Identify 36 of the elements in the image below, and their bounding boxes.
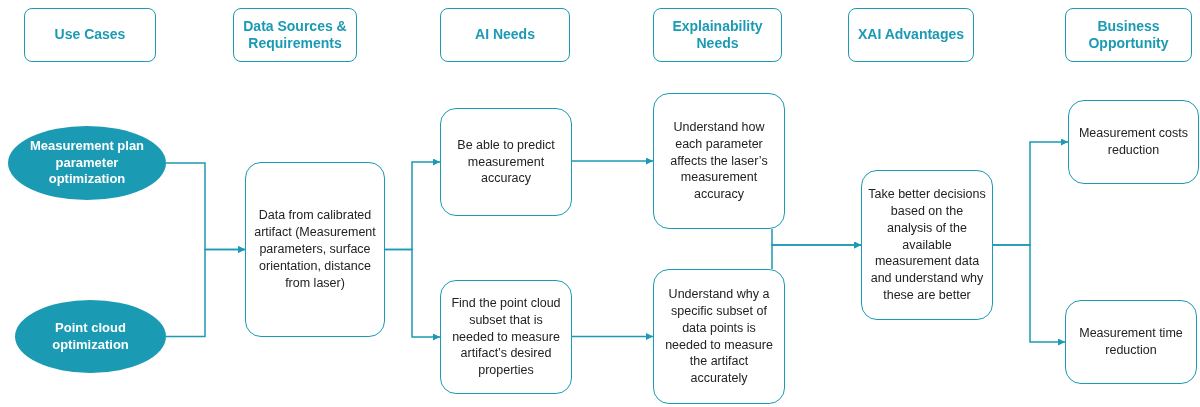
column-header (848, 8, 974, 62)
arrow (771, 241, 862, 270)
arrow (992, 244, 1066, 346)
node-text: Point cloud optimization (51, 319, 130, 354)
node-text: Data from calibrated artifact (Measurement parameters, surface orientation, distance from laser) (253, 207, 377, 292)
node-text: Measurement plan parameter optimization (28, 137, 146, 189)
arrow (384, 248, 441, 341)
header-text: Data Sources & Requirements (242, 17, 348, 53)
process-box (1065, 300, 1197, 384)
node-text: Be able to predict measurement accuracy (456, 136, 556, 188)
column-header (24, 8, 156, 62)
arrow (165, 246, 246, 338)
process-box (861, 170, 993, 320)
node-text: Take better decisions based on the analysis of the available measurement data and understand why these are better (867, 185, 987, 305)
node-text: Measurement time reduction (1078, 325, 1184, 359)
process-box (653, 269, 785, 404)
node-text: Understand why a specific subset of data points is needed to measure the artifact accurately (664, 285, 774, 388)
header-text: Business Opportunity (1087, 17, 1170, 53)
arrow (571, 333, 654, 340)
column-header (233, 8, 357, 62)
column-header (1065, 8, 1192, 62)
arrow (571, 157, 654, 165)
header-text: Explainability Needs (671, 17, 764, 53)
process-box (440, 280, 572, 394)
header-text: Use Cases (53, 26, 127, 44)
process-box (440, 108, 572, 216)
column-header (440, 8, 570, 62)
process-box (245, 162, 385, 337)
header-text: AI Needs (474, 26, 536, 44)
process-box (653, 93, 785, 229)
node-text: Understand how each parameter affects the laser’s measurement accuracy (669, 118, 769, 204)
header-text: XAI Advantages (856, 26, 966, 44)
process-box (1068, 100, 1199, 184)
node-text: Find the point cloud subset that is needed to measure artifact’s desired properties (450, 294, 562, 380)
column-header (653, 8, 782, 62)
node-text: Measurement costs reduction (1077, 125, 1190, 159)
